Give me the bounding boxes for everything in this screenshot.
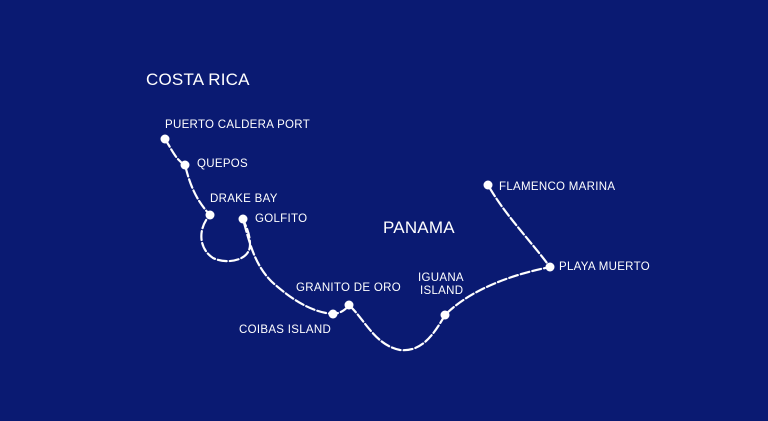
stop-label-iguana-island-line1: IGUANA: [418, 272, 464, 284]
stop-marker-quepos[interactable]: [180, 160, 190, 170]
stop-label-granito-de-oro: GRANITO DE ORO: [296, 282, 401, 294]
stop-marker-playa-muerto[interactable]: [545, 262, 555, 272]
stop-marker-golfito[interactable]: [238, 214, 248, 224]
stop-marker-granito-de-oro[interactable]: [344, 300, 354, 310]
stop-label-flamenco-marina: FLAMENCO MARINA: [499, 181, 616, 193]
stop-label-drake-bay: DRAKE BAY: [210, 193, 278, 205]
stop-marker-iguana-island[interactable]: [440, 310, 450, 320]
stop-label-playa-muerto: PLAYA MUERTO: [559, 261, 650, 273]
stop-label-iguana-island-line2: ISLAND: [420, 285, 464, 297]
stop-marker-drake-bay[interactable]: [205, 210, 215, 220]
country-label-panama: PANAMA: [383, 218, 455, 237]
country-label-costa-rica: COSTA RICA: [146, 70, 250, 89]
stop-marker-flamenco-marina[interactable]: [483, 180, 493, 190]
stop-label-puerto-caldera-port: PUERTO CALDERA PORT: [165, 119, 311, 131]
stop-label-golfito: GOLFITO: [255, 213, 308, 225]
stop-marker-coibas-island[interactable]: [328, 309, 338, 319]
stop-marker-puerto-caldera-port[interactable]: [160, 134, 170, 144]
stop-label-coibas-island: COIBAS ISLAND: [239, 324, 332, 336]
stop-label-quepos: QUEPOS: [197, 158, 249, 170]
